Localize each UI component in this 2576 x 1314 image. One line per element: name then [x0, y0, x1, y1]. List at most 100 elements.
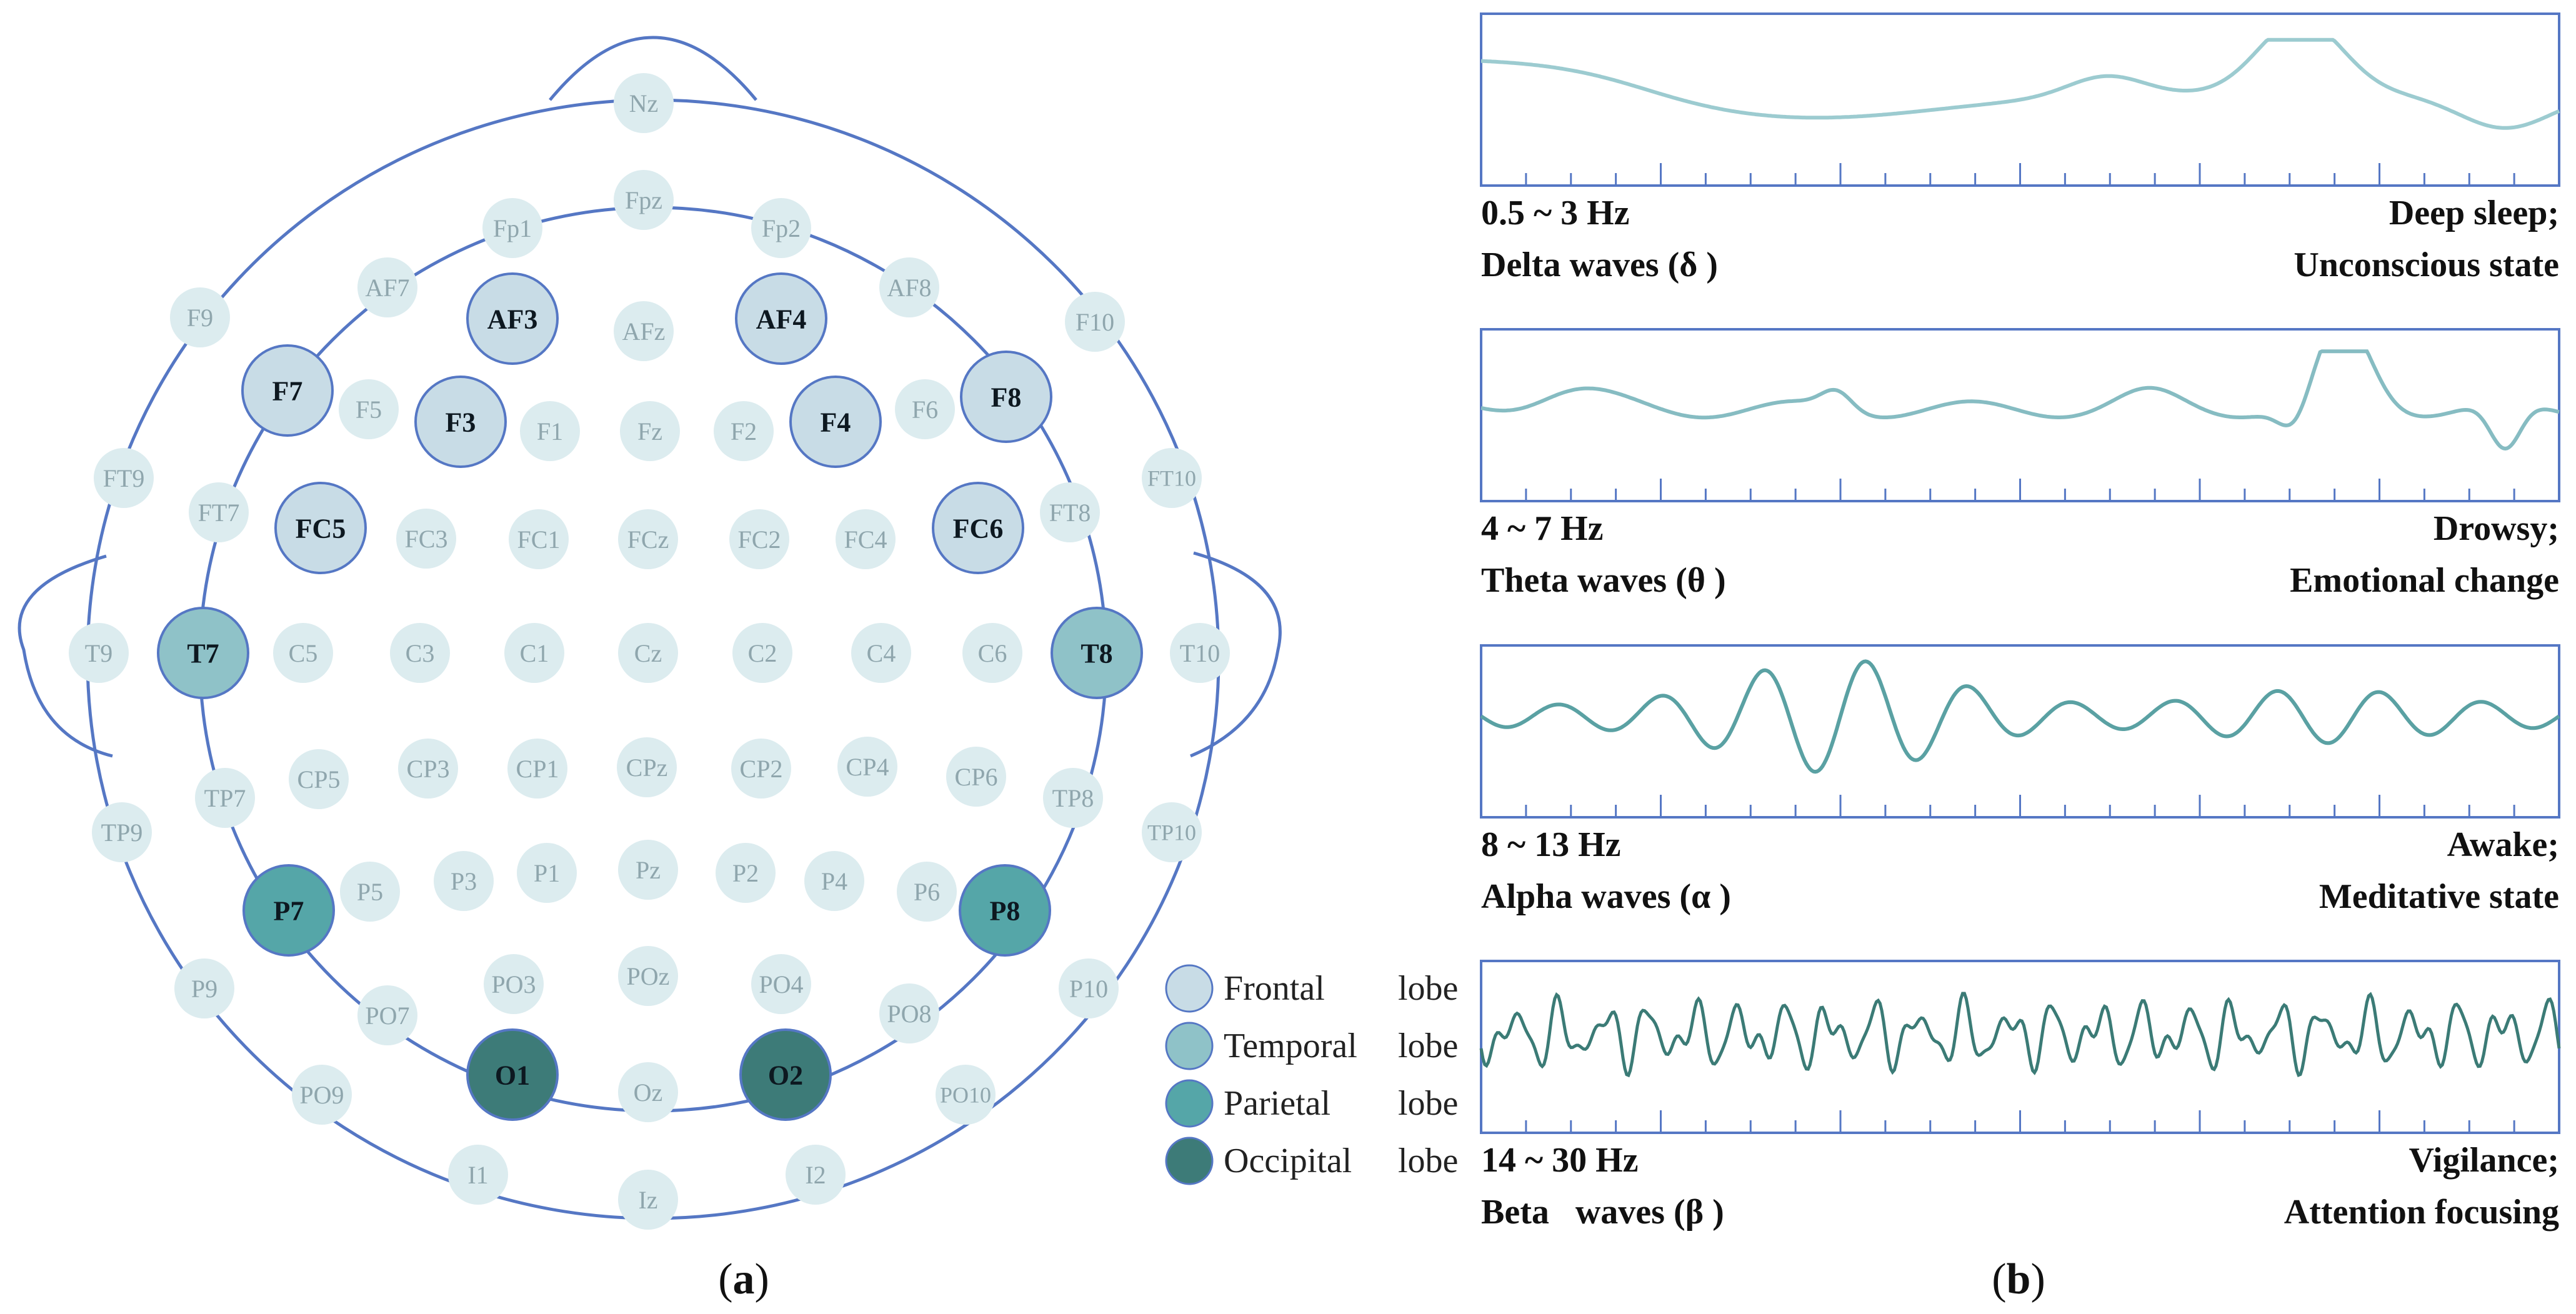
electrode-marker — [786, 1145, 846, 1205]
electrode-marker — [620, 401, 680, 461]
electrode-label: AFz — [622, 317, 666, 346]
electrode-po10: PO10 — [936, 1065, 996, 1125]
electrode-p8: P8 — [959, 864, 1051, 957]
electrode-label: O2 — [768, 1060, 803, 1090]
electrode-label: Oz — [634, 1078, 663, 1107]
electrode-marker — [466, 1028, 559, 1121]
electrode-nz: Nz — [614, 73, 674, 133]
electrode-fp2: Fp2 — [751, 198, 811, 258]
electrode-af8: AF8 — [879, 257, 939, 317]
wave-state-line2: Emotional change — [2290, 561, 2559, 600]
electrode-label: FCz — [627, 525, 669, 554]
electrode-label: C6 — [978, 639, 1007, 667]
electrode-label: C3 — [406, 639, 435, 667]
electrode-cp3: CP3 — [398, 739, 458, 799]
electrode-label: T10 — [1180, 639, 1220, 667]
electrode-marker — [241, 344, 334, 437]
wave-name: Theta waves (θ ) — [1481, 561, 1726, 600]
electrode-marker — [789, 376, 882, 468]
wave-state-line2: Attention focusing — [2284, 1193, 2559, 1232]
panel-b-caption: (b) — [1992, 1255, 2045, 1303]
electrode-marker — [482, 198, 542, 258]
electrode-fz: Fz — [620, 401, 680, 461]
electrode-marker — [448, 1145, 508, 1205]
electrode-marker — [936, 1065, 996, 1125]
electrode-cp4: CP4 — [837, 737, 897, 797]
electrode-label: Fpz — [625, 186, 662, 214]
electrode-label: Fz — [637, 417, 662, 445]
wave-name: Beta waves (β ) — [1481, 1193, 1724, 1232]
electrode-c2: C2 — [732, 623, 792, 683]
electrode-label: CP6 — [955, 763, 998, 791]
legend-label: Temporal — [1224, 1027, 1357, 1065]
electrode-cp6: CP6 — [946, 747, 1006, 807]
electrode-label: F5 — [356, 396, 382, 424]
electrode-label: FC6 — [953, 513, 1004, 544]
electrode-label: CP2 — [740, 755, 783, 783]
electrode-marker — [434, 851, 494, 911]
electrode-marker — [732, 623, 792, 683]
electrode-ft8: FT8 — [1040, 482, 1100, 542]
electrode-fc6: FC6 — [932, 482, 1024, 574]
wave-box — [1480, 644, 2560, 819]
wave-ticks — [1480, 795, 2560, 817]
electrode-f10: F10 — [1065, 292, 1125, 352]
electrode-oz: Oz — [618, 1062, 678, 1122]
electrode-label: FC3 — [405, 525, 448, 553]
legend-suffix: lobe — [1398, 969, 1458, 1008]
wave-box — [1480, 328, 2560, 502]
electrode-af3: AF3 — [466, 272, 559, 365]
electrode-marker — [946, 747, 1006, 807]
electrode-f4: F4 — [789, 376, 882, 468]
electrode-label: POz — [627, 962, 670, 990]
wave-ticks — [1480, 479, 2560, 501]
electrode-label: TP10 — [1147, 820, 1196, 845]
electrode-p6: P6 — [897, 862, 957, 922]
electrode-label: PO7 — [365, 1002, 409, 1030]
legend-swatch — [1165, 964, 1214, 1013]
electrode-marker — [507, 739, 567, 799]
electrode-label: Nz — [629, 89, 659, 117]
wave-state-line1: Vigilance; — [2409, 1141, 2559, 1180]
electrode-marker — [618, 509, 678, 569]
electrode-label: CPz — [626, 754, 668, 782]
electrode-fc4: FC4 — [836, 509, 896, 569]
electrode-label: F10 — [1076, 308, 1114, 336]
electrode-po4: PO4 — [751, 954, 811, 1014]
electrode-marker — [274, 482, 367, 574]
electrode-c3: C3 — [390, 623, 450, 683]
electrode-f7: F7 — [241, 344, 334, 437]
electrode-f2: F2 — [714, 401, 774, 461]
electrode-marker — [157, 607, 249, 699]
electrode-label: T8 — [1081, 638, 1112, 669]
electrode-af4: AF4 — [735, 272, 827, 365]
electrode-label: P9 — [191, 975, 217, 1003]
waveform-theta — [1480, 349, 2560, 451]
electrode-f8: F8 — [960, 351, 1052, 443]
electrode-cpz: CPz — [617, 737, 677, 797]
electrode-marker — [94, 448, 154, 508]
electrode-label: AF4 — [756, 304, 807, 334]
electrode-pz: Pz — [618, 840, 678, 900]
electrode-marker — [170, 287, 230, 347]
electrode-i1: I1 — [448, 1145, 508, 1205]
electrode-af7: AF7 — [357, 257, 417, 317]
electrode-label: P2 — [732, 859, 759, 887]
electrode-label: P3 — [451, 867, 477, 895]
electrode-afz: AFz — [614, 301, 674, 361]
legend-suffix: lobe — [1398, 1084, 1458, 1123]
electrode-fpz: Fpz — [614, 170, 674, 230]
electrode-p5: P5 — [340, 862, 400, 922]
head-left-ear — [17, 554, 113, 758]
electrode-marker — [751, 198, 811, 258]
electrode-label: F6 — [912, 396, 938, 424]
wave-range: 8 ~ 13 Hz — [1481, 825, 1621, 864]
electrode-marker — [1051, 607, 1143, 699]
electrode-f5: F5 — [339, 379, 399, 439]
electrode-p4: P4 — [804, 851, 864, 911]
electrode-marker — [1170, 623, 1230, 683]
